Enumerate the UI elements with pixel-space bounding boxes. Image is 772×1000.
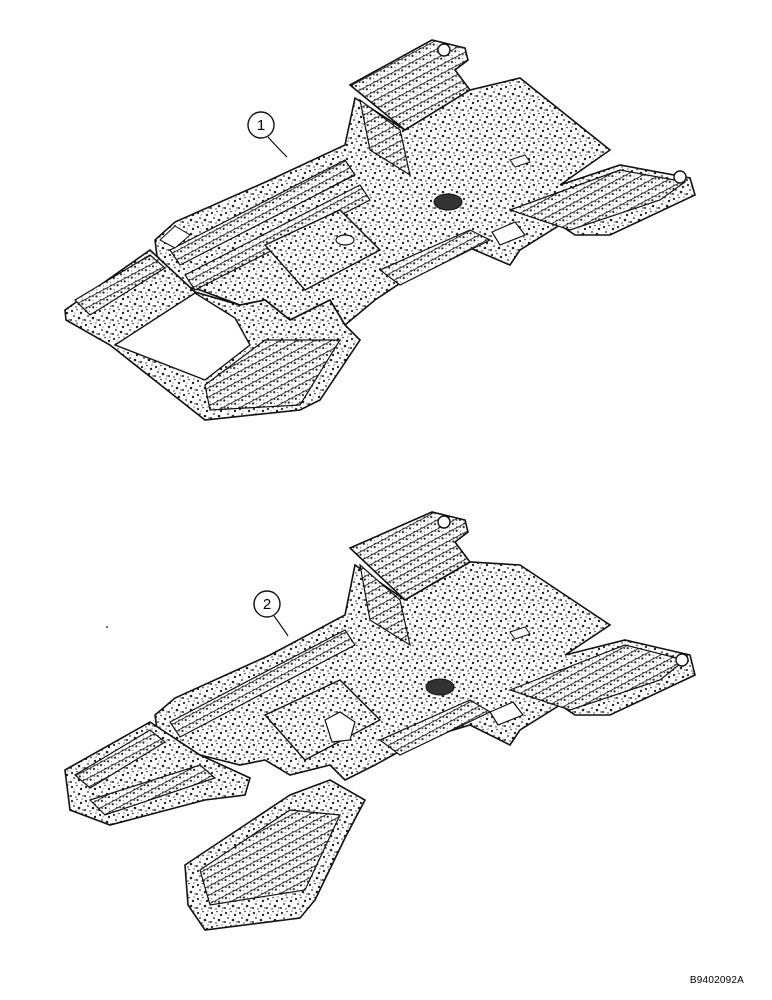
figure-id: B9402092A [689,975,744,986]
floor-mat-2 [64,511,696,931]
floor-mat-1 [64,39,696,421]
callout-2: 2 [253,590,289,637]
callout-1: 1 [247,111,288,158]
callout-1-label: 1 [257,117,265,134]
callout-2-label: 2 [263,596,271,613]
